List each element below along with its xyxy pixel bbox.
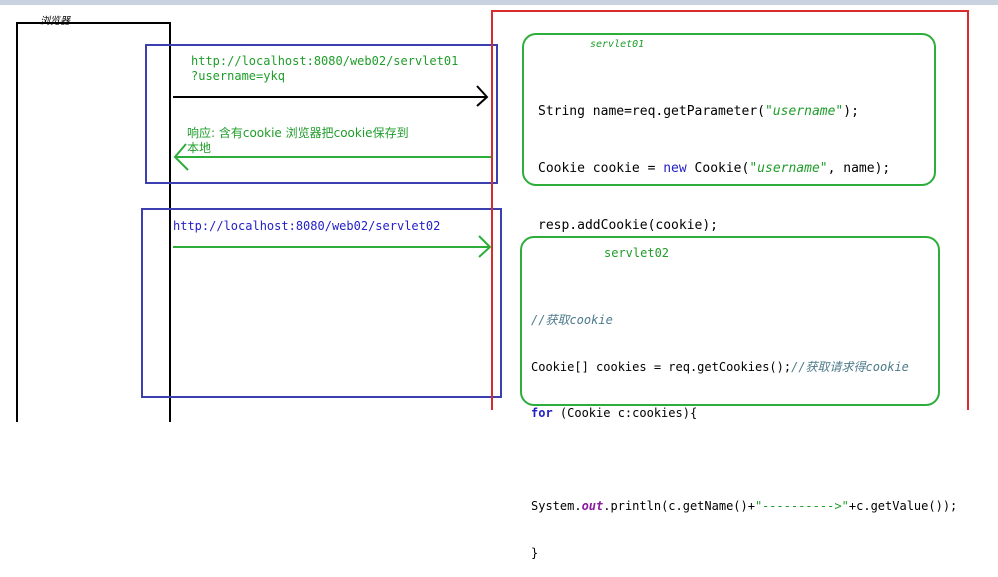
request1-box (145, 44, 498, 184)
servlet02-code-blank (531, 453, 957, 469)
request2-url: http://localhost:8080/web02/servlet02 (173, 219, 441, 233)
servlet02-code-line2: Cookie[] cookies = req.getCookies();//获取… (531, 359, 909, 374)
servlet02-code: //获取cookie Cookie[] cookies = req.getCoo… (531, 282, 957, 577)
request2-arrow (173, 235, 492, 258)
servlet02-code-line3: for (Cookie c:cookies){ (531, 406, 698, 420)
servlet02-code-line1: //获取cookie (531, 313, 613, 327)
browser-label: 浏览器 (40, 16, 70, 27)
servlet01-label: servlet01 (590, 39, 645, 50)
request1-url-line2: ?username=ykq (191, 69, 285, 83)
request2-box (141, 208, 502, 398)
server-box (491, 10, 969, 410)
servlet01-code-line1: String name=req.getParameter("username")… (538, 104, 859, 119)
response1-arrow (173, 143, 491, 171)
servlet01-code-line2: Cookie cookie = new Cookie("username", n… (538, 161, 891, 176)
servlet01-code-line3: resp.addCookie(cookie); (538, 218, 719, 233)
request1-arrow (173, 85, 489, 107)
servlet02-code-line5: } (531, 545, 539, 560)
top-border (0, 0, 998, 5)
request1-url-line1: http://localhost:8080/web02/servlet01 (191, 54, 459, 68)
response1-line1: 响应: 含有cookie 浏览器把cookie保存到 (187, 126, 409, 140)
browser-box (16, 22, 171, 422)
servlet02-code-line4: System.out.println(c.getName()+"--------… (531, 499, 958, 513)
request1-url: http://localhost:8080/web02/servlet01 ?u… (191, 54, 458, 84)
servlet01-code: String name=req.getParameter("username")… (538, 64, 890, 254)
response1-line2: 本地 (187, 141, 212, 155)
response1-text: 响应: 含有cookie 浏览器把cookie保存到 本地 (187, 126, 409, 156)
servlet02-label: servlet02 (604, 246, 670, 260)
servlet01-box (522, 33, 936, 186)
arrows-layer (173, 85, 492, 258)
